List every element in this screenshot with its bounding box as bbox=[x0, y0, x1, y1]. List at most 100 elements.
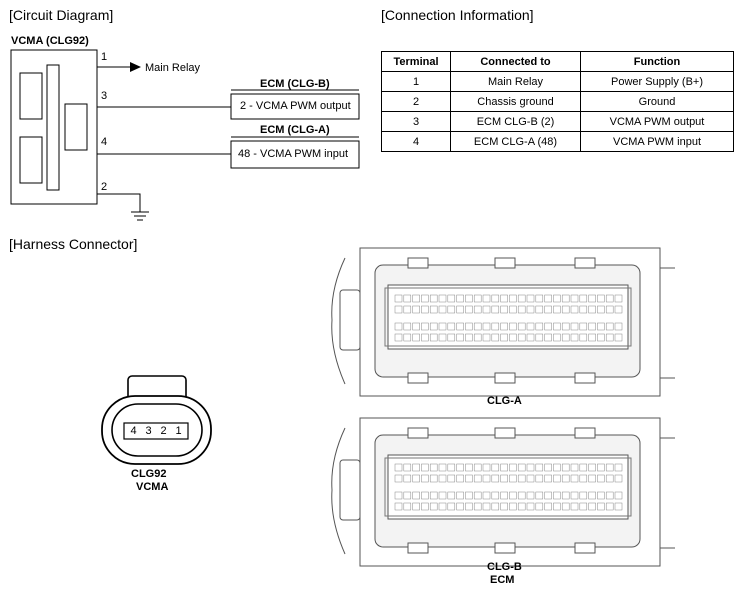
connector-pin bbox=[456, 294, 464, 303]
connector-pin bbox=[403, 294, 412, 303]
connector-pin bbox=[553, 474, 561, 483]
connector-pin bbox=[561, 322, 570, 331]
connector-pin bbox=[500, 294, 508, 303]
connector-pin bbox=[482, 305, 491, 314]
connector-pin bbox=[456, 502, 464, 511]
component-name: VCMA (CLG92) bbox=[11, 35, 89, 47]
connector-pin bbox=[588, 294, 596, 303]
connector-pin bbox=[588, 333, 596, 342]
connector-pin bbox=[517, 294, 526, 303]
connector-pin bbox=[517, 333, 526, 342]
connector-pin bbox=[561, 294, 570, 303]
connector-pin bbox=[447, 322, 456, 331]
connector-pin bbox=[447, 474, 456, 483]
connector-pin bbox=[535, 305, 544, 314]
connector-pin bbox=[570, 491, 579, 500]
connection-table: Terminal Connected to Function 1 Main Re… bbox=[381, 51, 734, 152]
vcma-internal-block bbox=[19, 136, 43, 184]
connector-pin bbox=[561, 502, 570, 511]
cell-function: VCMA PWM input bbox=[580, 131, 734, 152]
connector-pin bbox=[526, 294, 535, 303]
clg-a-connector-icon bbox=[331, 247, 675, 397]
connector-pin bbox=[491, 294, 500, 303]
connector-pin bbox=[447, 294, 456, 303]
connector-pin bbox=[517, 491, 526, 500]
connector-pin bbox=[544, 502, 552, 511]
connector-pin bbox=[421, 463, 429, 472]
connector-pin bbox=[403, 322, 412, 331]
connector-pin bbox=[553, 502, 561, 511]
connector-pin bbox=[412, 322, 420, 331]
connector-pin bbox=[421, 491, 429, 500]
connector-pin bbox=[456, 463, 464, 472]
header-terminal: Terminal bbox=[381, 51, 451, 72]
connector-pin bbox=[482, 491, 491, 500]
connector-pin bbox=[561, 474, 570, 483]
connector-pin bbox=[412, 333, 420, 342]
connector-pin bbox=[491, 502, 500, 511]
connector-pin bbox=[526, 502, 535, 511]
connector-pin bbox=[588, 305, 596, 314]
connector-pin bbox=[456, 333, 464, 342]
connector-pin bbox=[544, 333, 552, 342]
connector-pin bbox=[500, 333, 508, 342]
connector-pin bbox=[491, 322, 500, 331]
connector-pin bbox=[579, 333, 588, 342]
connector-pin bbox=[597, 305, 605, 314]
connector-pin bbox=[456, 491, 464, 500]
connector-pin bbox=[429, 322, 438, 331]
connector-pin bbox=[570, 502, 579, 511]
connector-pin bbox=[421, 474, 429, 483]
connector-pin bbox=[588, 474, 596, 483]
pin-4-label: 4 bbox=[101, 136, 108, 148]
connector-pin bbox=[473, 474, 482, 483]
connector-pin bbox=[394, 491, 403, 500]
connector-pin bbox=[535, 491, 544, 500]
connector-pin bbox=[517, 474, 526, 483]
connector-pin bbox=[473, 463, 482, 472]
connector-pin bbox=[553, 463, 561, 472]
connector-pin bbox=[482, 502, 491, 511]
connector-pin bbox=[500, 502, 508, 511]
connector-pin bbox=[614, 491, 623, 500]
ecm-clg-b-pin-box: 2 - VCMA PWM output bbox=[240, 100, 351, 112]
connector-pin bbox=[605, 294, 614, 303]
connector-pin bbox=[438, 463, 447, 472]
connector-pin bbox=[429, 491, 438, 500]
connector-pin bbox=[517, 463, 526, 472]
connector-pin bbox=[553, 491, 561, 500]
table-row: 3 ECM CLG-B (2) VCMA PWM output bbox=[381, 111, 734, 132]
connector-pin bbox=[509, 502, 517, 511]
ecm-clg-a-pin-box: 48 - VCMA PWM input bbox=[238, 148, 349, 160]
connector-pin bbox=[438, 305, 447, 314]
connector-pin bbox=[403, 491, 412, 500]
connector-pin bbox=[526, 305, 535, 314]
cell-connected-to: Main Relay bbox=[450, 71, 581, 92]
connector-pin bbox=[526, 322, 535, 331]
connector-pin bbox=[473, 333, 482, 342]
connector-pin bbox=[429, 294, 438, 303]
connector-pin bbox=[570, 333, 579, 342]
connector-pin bbox=[588, 491, 596, 500]
connector-pin bbox=[509, 491, 517, 500]
connector-pin bbox=[544, 491, 552, 500]
connector-pin bbox=[421, 322, 429, 331]
cell-connected-to: ECM CLG-A (48) bbox=[450, 131, 581, 152]
vcma-pin: 2 bbox=[160, 425, 167, 437]
connector-pin bbox=[579, 474, 588, 483]
connector-pin bbox=[429, 502, 438, 511]
connector-pin bbox=[394, 502, 403, 511]
connector-pin bbox=[535, 333, 544, 342]
connector-pin bbox=[465, 474, 473, 483]
vcma-internal-bar bbox=[46, 64, 60, 191]
vcma-connector-sublabel: VCMA bbox=[136, 481, 169, 493]
connector-pin bbox=[553, 322, 561, 331]
connector-pin bbox=[482, 463, 491, 472]
connector-pin bbox=[561, 491, 570, 500]
connector-pin bbox=[579, 322, 588, 331]
connector-pin bbox=[394, 294, 403, 303]
clg-b-sublabel: ECM bbox=[490, 574, 515, 586]
connector-pin bbox=[614, 474, 623, 483]
connector-pin bbox=[509, 322, 517, 331]
